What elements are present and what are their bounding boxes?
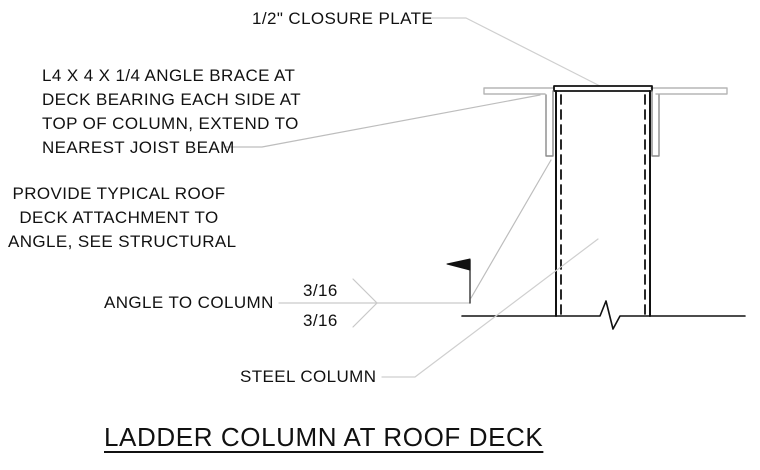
steel-column-edges [555, 90, 651, 317]
note-angle-brace-line: L4 X 4 X 1/4 ANGLE BRACE AT [42, 66, 296, 85]
weld-size-other-side: 3/16 [303, 311, 338, 330]
note-angle-brace-line: NEAREST JOIST BEAM [42, 138, 235, 157]
note-roof-deck-attachment: PROVIDE TYPICAL ROOF DECK ATTACHMENT TO … [8, 182, 237, 254]
steel-column-hidden-lines [560, 94, 646, 317]
floor-line-break [461, 300, 746, 330]
leader-angle-brace [221, 94, 541, 148]
closure-plate [553, 85, 653, 92]
note-angle-brace: L4 X 4 X 1/4 ANGLE BRACE AT DECK BEARING… [42, 64, 301, 160]
weld-all-around-flag [446, 258, 471, 271]
leader-roof-deck [470, 159, 552, 299]
note-angle-to-column: ANGLE TO COLUMN [104, 293, 274, 312]
angle-brace-left [545, 90, 554, 157]
weld-size-arrow-side: 3/16 [303, 281, 338, 300]
angle-brace-right [651, 90, 660, 157]
note-steel-column: STEEL COLUMN [240, 367, 377, 386]
leader-closure-plate [431, 17, 601, 87]
note-closure-plate: 1/2" CLOSURE PLATE [252, 9, 434, 28]
weld-tail [352, 278, 378, 328]
note-angle-brace-line: DECK BEARING EACH SIDE AT [42, 90, 302, 109]
leader-steel-column [381, 238, 599, 378]
roof-deck-right [650, 87, 728, 95]
note-roof-deck-line: PROVIDE TYPICAL ROOF [12, 184, 226, 203]
note-roof-deck-line: ANGLE, SEE STRUCTURAL [8, 232, 237, 251]
note-angle-brace-line: TOP OF COLUMN, EXTEND TO [42, 114, 299, 133]
roof-deck-left [483, 87, 554, 95]
note-roof-deck-line: DECK ATTACHMENT TO [19, 208, 219, 227]
drawing-title: LADDER COLUMN AT ROOF DECK [104, 422, 544, 452]
